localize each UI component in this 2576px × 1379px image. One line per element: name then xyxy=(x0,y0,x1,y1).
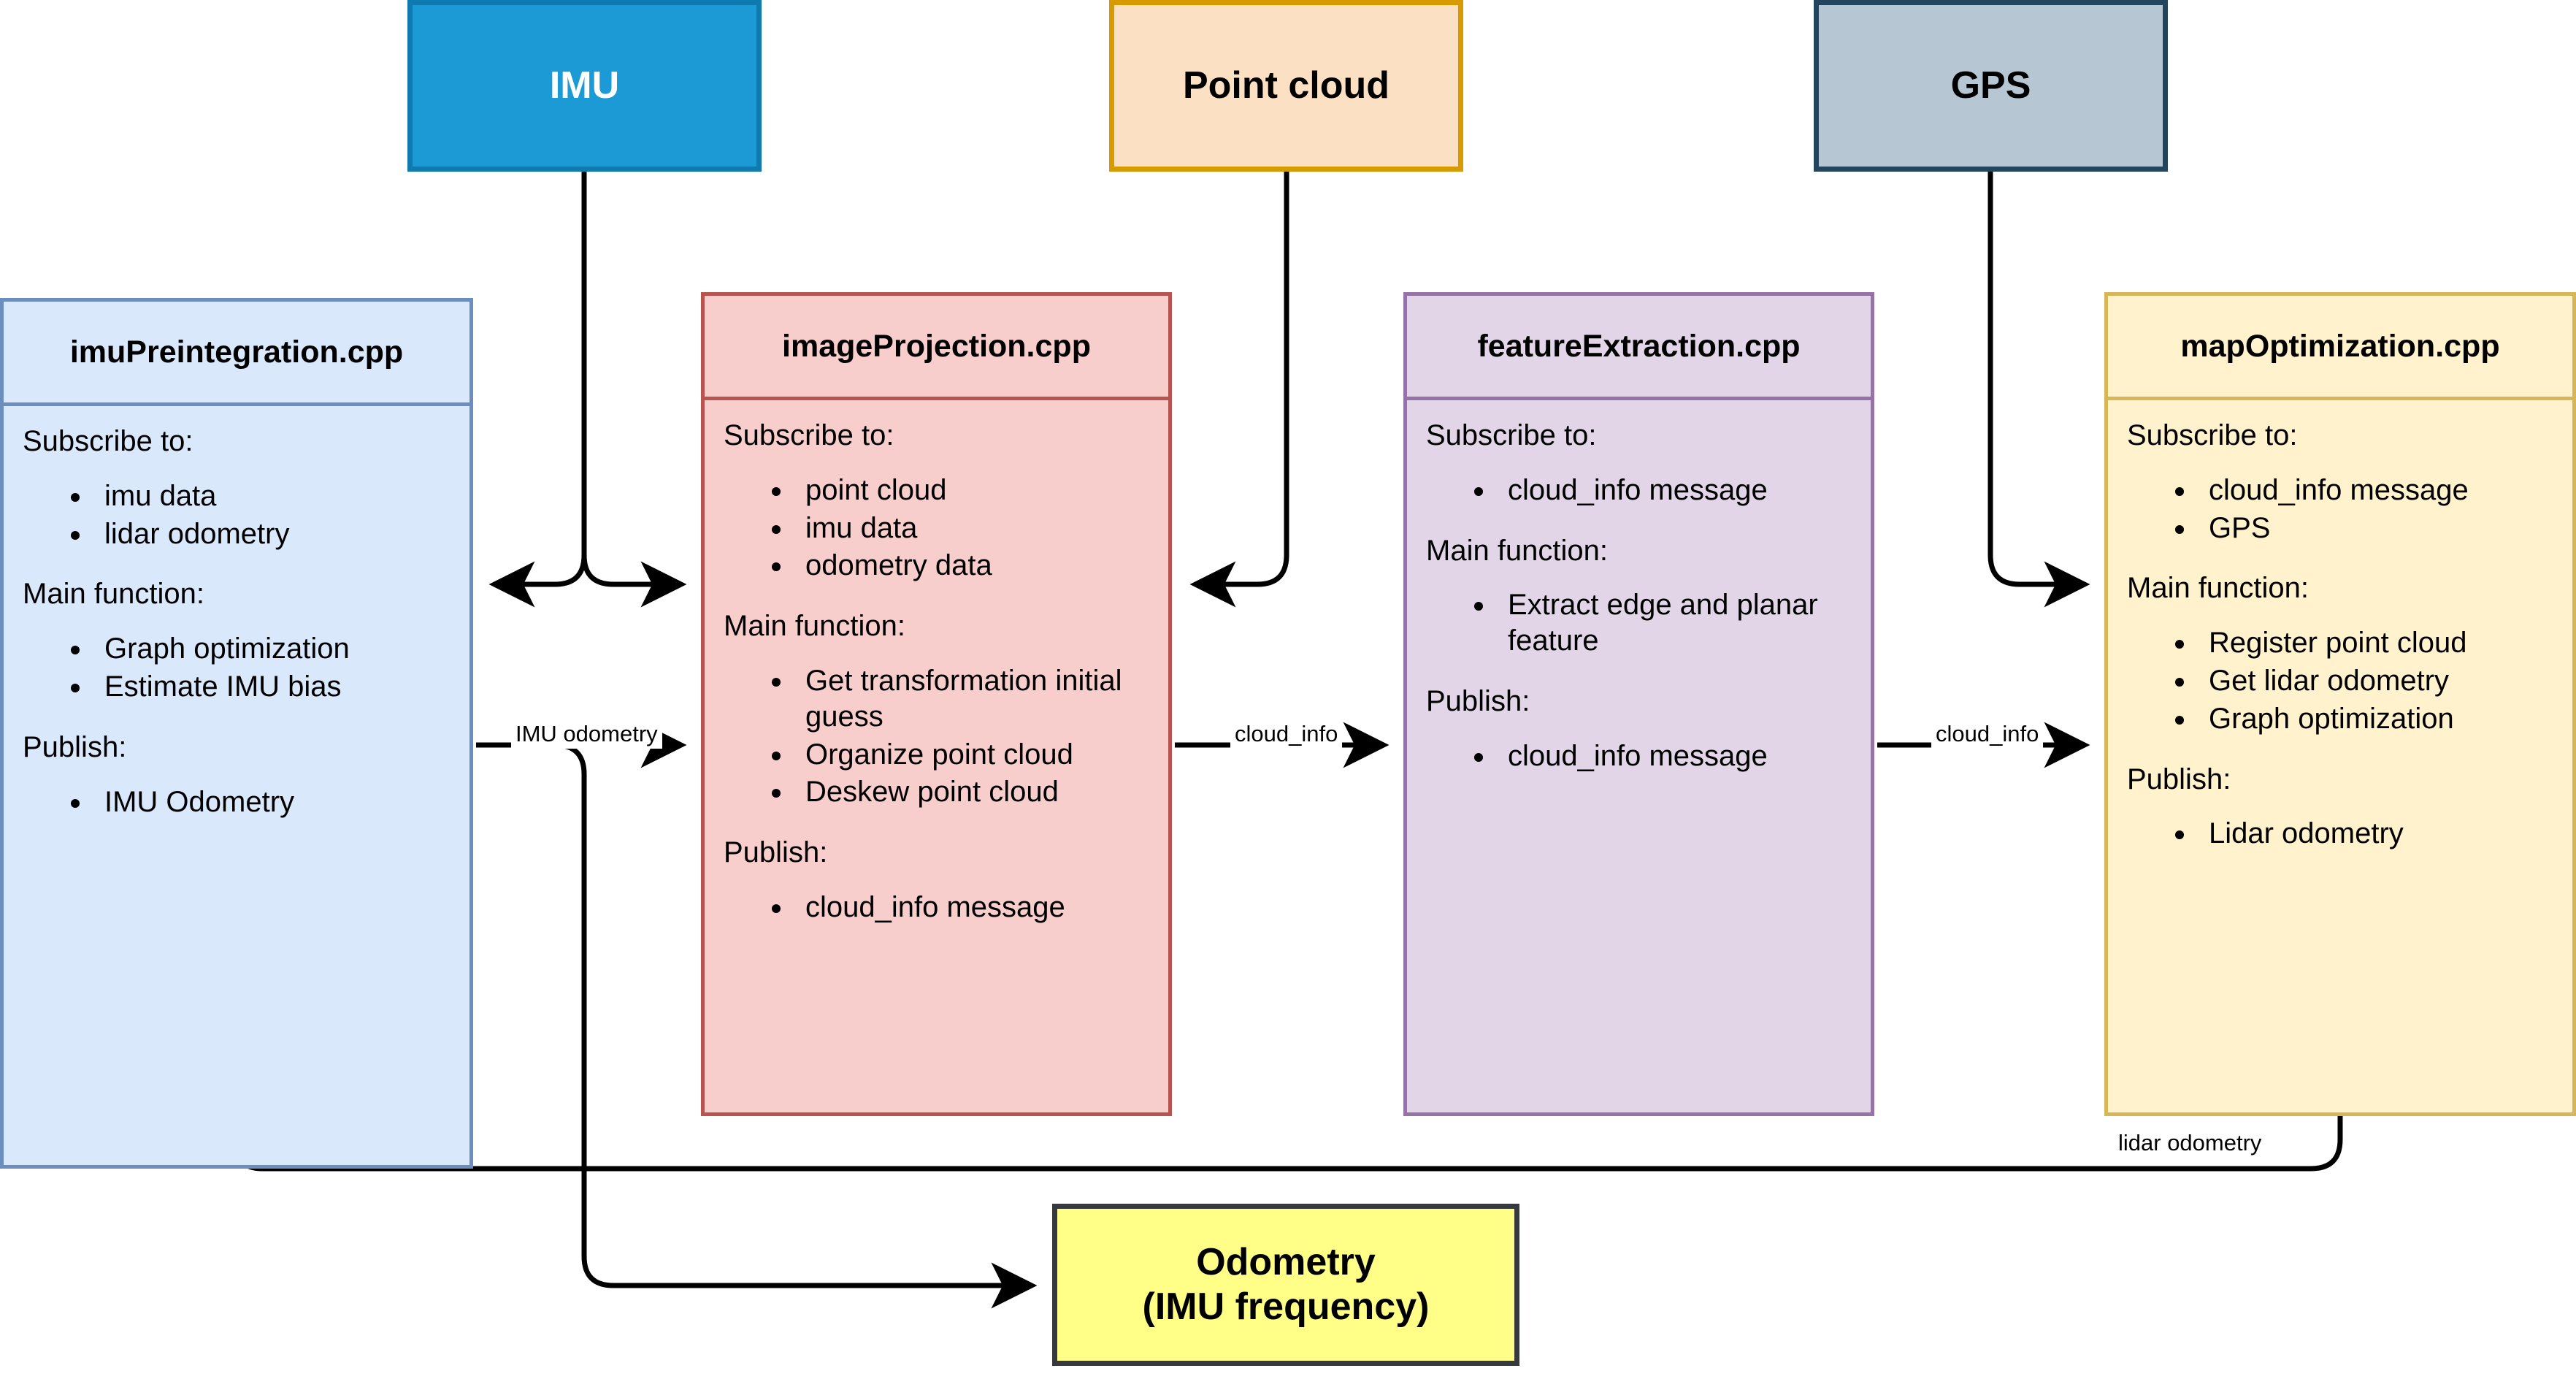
subscribe-list: imu data lidar odometry xyxy=(23,478,451,552)
publish-list: cloud_info message xyxy=(1426,738,1852,774)
source-box-gps-label: GPS xyxy=(1950,64,2031,107)
list-item: GPS xyxy=(2197,511,2553,546)
subscribe-label: Subscribe to: xyxy=(724,419,894,451)
list-item: IMU Odometry xyxy=(93,784,451,820)
list-item: Lidar odometry xyxy=(2197,816,2553,852)
edge-lidarodometry-feedback xyxy=(210,1116,2343,1172)
list-item: Register point cloud xyxy=(2197,625,2553,661)
node-map-optimization[interactable]: mapOptimization.cpp Subscribe to: cloud_… xyxy=(2104,292,2576,1116)
edge-label-cloud-info-2: cloud_info xyxy=(1931,719,2044,749)
list-item: point cloud xyxy=(794,473,1149,508)
edge-imu-split-right xyxy=(581,172,687,608)
list-item: cloud_info message xyxy=(1496,473,1852,508)
list-item: Deskew point cloud xyxy=(794,774,1149,810)
list-item: imu data xyxy=(93,478,451,514)
source-box-gps[interactable]: GPS xyxy=(1814,0,2168,172)
list-item: Graph optimization xyxy=(93,631,451,667)
odometry-output-label: Odometry (IMU frequency) xyxy=(1143,1240,1430,1330)
edge-imu-to-imupre-and-imageproj xyxy=(488,172,587,608)
list-item: Estimate IMU bias xyxy=(93,669,451,705)
edge-label-cloud-info-1: cloud_info xyxy=(1230,719,1343,749)
edge-label-imu-odometry: IMU odometry xyxy=(511,719,662,749)
node-feature-extraction-body: Subscribe to: cloud_info message Main fu… xyxy=(1407,400,1871,1112)
node-map-optimization-body: Subscribe to: cloud_info message GPS Mai… xyxy=(2108,400,2572,1112)
publish-list: cloud_info message xyxy=(724,890,1149,925)
list-item: lidar odometry xyxy=(93,516,451,552)
list-item: Graph optimization xyxy=(2197,701,2553,737)
list-item: Organize point cloud xyxy=(794,737,1149,773)
list-item: Get transformation initial guess xyxy=(794,663,1149,735)
node-feature-extraction[interactable]: featureExtraction.cpp Subscribe to: clou… xyxy=(1403,292,1874,1116)
node-image-projection-title: imageProjection.cpp xyxy=(705,296,1168,400)
node-imu-preintegration-body: Subscribe to: imu data lidar odometry Ma… xyxy=(4,406,469,1165)
subscribe-label: Subscribe to: xyxy=(23,425,193,457)
edge-label-lidar-odometry: lidar odometry xyxy=(2114,1128,2266,1158)
subscribe-label: Subscribe to: xyxy=(1426,419,1597,451)
node-image-projection[interactable]: imageProjection.cpp Subscribe to: point … xyxy=(701,292,1172,1116)
publish-label: Publish: xyxy=(1426,684,1530,717)
node-feature-extraction-title: featureExtraction.cpp xyxy=(1407,296,1871,400)
publish-list: IMU Odometry xyxy=(23,784,451,820)
list-item: cloud_info message xyxy=(2197,473,2553,508)
list-item: Get lidar odometry xyxy=(2197,663,2553,699)
main-function-label: Main function: xyxy=(23,578,205,611)
list-item: cloud_info message xyxy=(1496,738,1852,774)
subscribe-label: Subscribe to: xyxy=(2127,419,2298,451)
list-item: odometry data xyxy=(794,548,1149,584)
edge-gps-to-mapoptimization xyxy=(1987,172,2090,608)
publish-list: Lidar odometry xyxy=(2127,816,2553,852)
node-imu-preintegration-title: imuPreintegration.cpp xyxy=(4,302,469,406)
source-box-imu-label: IMU xyxy=(549,64,620,107)
source-box-imu[interactable]: IMU xyxy=(407,0,762,172)
main-function-label: Main function: xyxy=(2127,572,2309,605)
source-box-point-cloud-label: Point cloud xyxy=(1182,64,1390,107)
publish-label: Publish: xyxy=(2127,763,2231,795)
odometry-output-box[interactable]: Odometry (IMU frequency) xyxy=(1052,1204,1519,1366)
main-function-label: Main function: xyxy=(724,610,906,643)
odometry-output-line1: Odometry xyxy=(1196,1240,1376,1283)
publish-label: Publish: xyxy=(23,730,127,763)
list-item: Extract edge and planar feature xyxy=(1496,587,1852,659)
node-imu-preintegration[interactable]: imuPreintegration.cpp Subscribe to: imu … xyxy=(0,298,473,1169)
main-function-list: Graph optimization Estimate IMU bias xyxy=(23,631,451,705)
source-box-point-cloud[interactable]: Point cloud xyxy=(1109,0,1463,172)
node-map-optimization-title: mapOptimization.cpp xyxy=(2108,296,2572,400)
subscribe-list: cloud_info message xyxy=(1426,473,1852,508)
subscribe-list: cloud_info message GPS xyxy=(2127,473,2553,546)
main-function-list: Register point cloud Get lidar odometry … xyxy=(2127,625,2553,736)
odometry-output-line2: (IMU frequency) xyxy=(1142,1286,1430,1328)
subscribe-list: point cloud imu data odometry data xyxy=(724,473,1149,584)
main-function-list: Extract edge and planar feature xyxy=(1426,587,1852,659)
publish-label: Publish: xyxy=(724,836,828,869)
main-function-label: Main function: xyxy=(1426,534,1609,567)
node-image-projection-body: Subscribe to: point cloud imu data odome… xyxy=(705,400,1168,1112)
list-item: cloud_info message xyxy=(794,890,1149,925)
list-item: imu data xyxy=(794,511,1149,546)
edge-pointcloud-to-imageprojection xyxy=(1189,172,1289,608)
main-function-list: Get transformation initial guess Organiz… xyxy=(724,663,1149,810)
